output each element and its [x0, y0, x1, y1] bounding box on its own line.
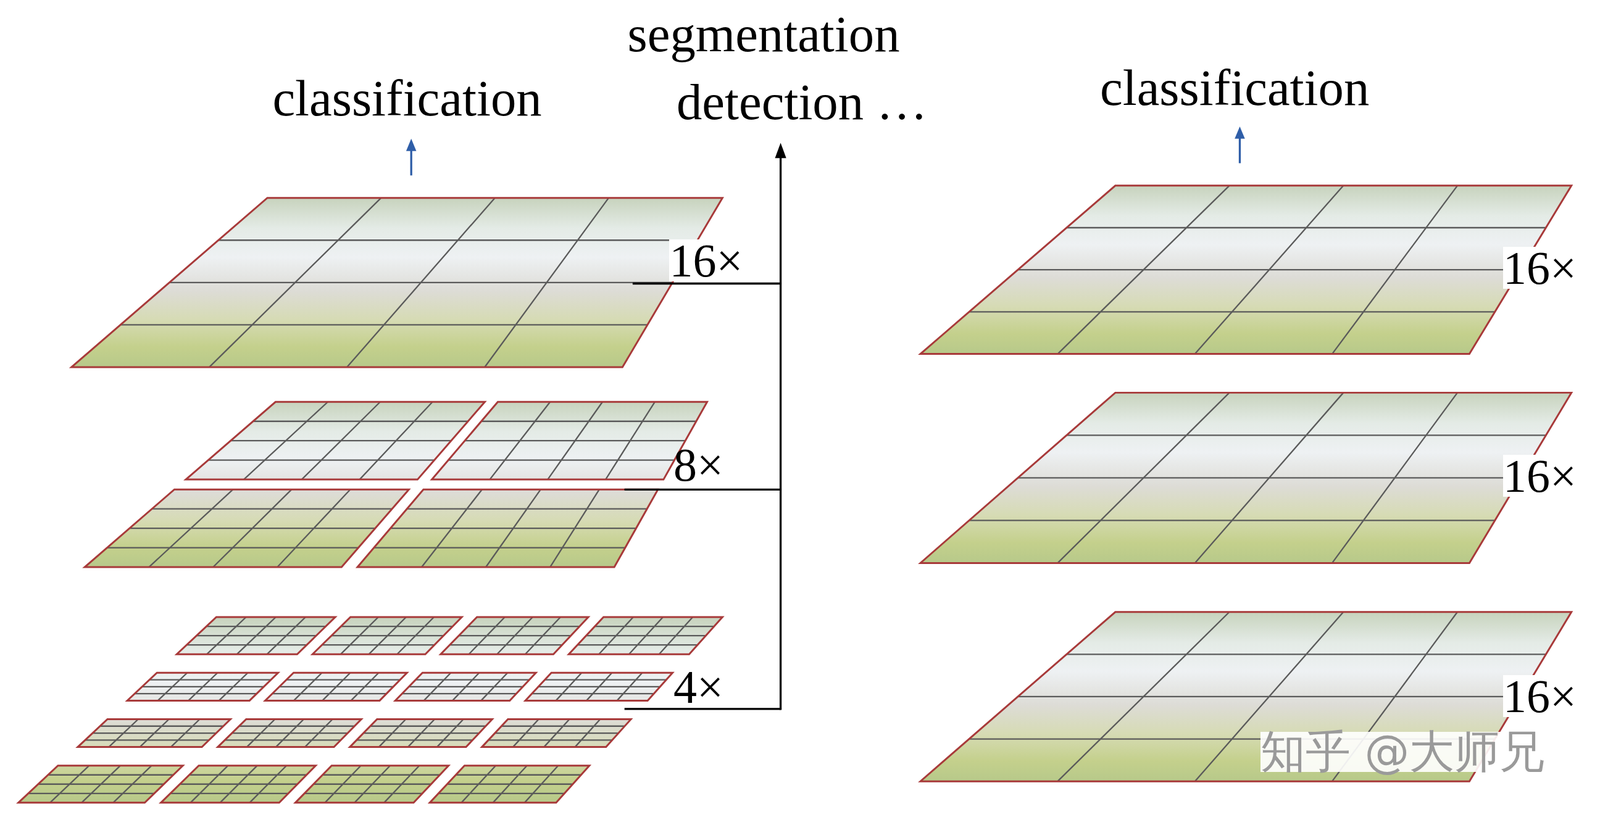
feature-patch: [920, 392, 1572, 563]
feature-tap-line: [624, 708, 781, 710]
feature-patch: [84, 489, 409, 568]
feature-patch: [71, 198, 723, 368]
feature-patch: [920, 612, 1572, 782]
scale-label: 4×: [673, 666, 724, 709]
task-label: classification: [272, 75, 542, 121]
feature-patch: [429, 766, 590, 804]
scale-label: 16×: [1503, 675, 1577, 718]
task-label: classification: [1100, 64, 1370, 111]
task-label: detection …: [676, 79, 928, 125]
scale-label: 8×: [673, 443, 724, 486]
feature-patch: [482, 719, 632, 747]
scale-label: 16×: [1503, 454, 1577, 497]
feature-patch: [265, 672, 408, 701]
task-label: segmentation: [627, 11, 900, 57]
feature-patch: [18, 766, 183, 804]
feature-patch: [350, 719, 493, 747]
feature-patch: [185, 401, 485, 480]
feature-patch: [127, 672, 278, 701]
watermark: 知乎 @大师兄: [1260, 732, 1546, 773]
scale-label: 16×: [1503, 246, 1577, 289]
feature-patch: [432, 401, 708, 480]
output-arrow: [1238, 136, 1241, 163]
scale-label: 16×: [669, 239, 743, 282]
feature-patch: [920, 185, 1572, 355]
output-arrow: [410, 148, 413, 176]
feature-patch: [176, 617, 336, 655]
feature-patch: [395, 672, 536, 701]
feature-patch: [161, 766, 317, 804]
arrow-head: [406, 138, 417, 152]
arrow-head: [1234, 126, 1246, 139]
feature-patch: [295, 766, 449, 804]
arrow-head: [775, 142, 787, 159]
feature-patch: [357, 489, 659, 568]
feature-patch: [217, 719, 362, 747]
feature-trunk-line: [779, 154, 782, 710]
feature-patch: [312, 617, 462, 655]
feature-patch: [77, 719, 231, 747]
feature-patch: [568, 617, 723, 655]
feature-tap-line: [624, 488, 781, 491]
feature-patch: [440, 617, 589, 655]
feature-patch: [525, 672, 673, 701]
feature-tap-line: [632, 282, 781, 285]
